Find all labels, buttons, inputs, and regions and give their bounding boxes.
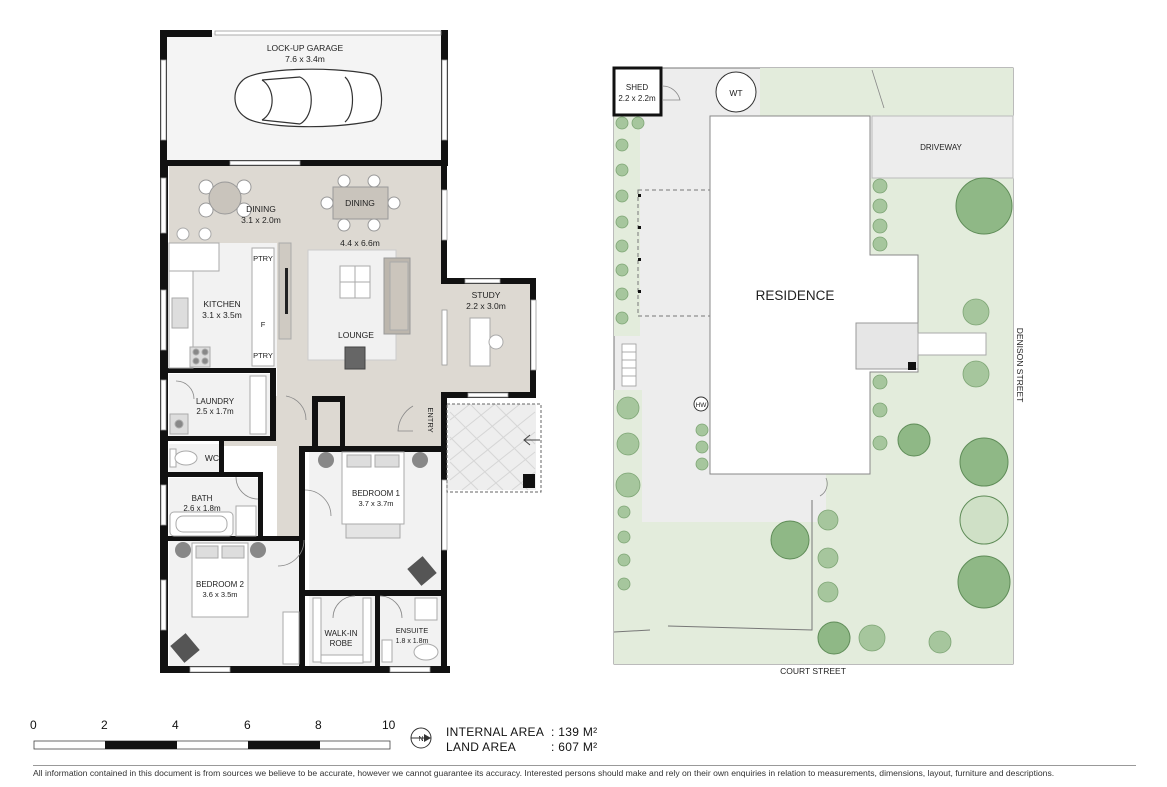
scale-tick-10: 10: [382, 718, 396, 732]
study-label: STUDY: [472, 290, 501, 300]
residence-footprint: [709, 115, 919, 475]
entry-label: ENTRY: [426, 407, 435, 432]
laundry-fittings: [169, 375, 267, 435]
fridge-label: F: [261, 320, 266, 329]
land-area-label: LAND AREA: [446, 740, 517, 754]
rect-dining-table: [320, 174, 401, 232]
bath-fittings: [169, 505, 257, 537]
site-plan: [612, 66, 1014, 665]
dining-size: 3.1 x 2.0m: [241, 215, 281, 225]
water-tank: [715, 71, 757, 113]
denison-street-label: DENISON STREET: [1015, 328, 1025, 403]
laundry-label: LAUNDRY: [196, 397, 235, 406]
garage-size: 7.6 x 3.4m: [285, 54, 325, 64]
front-path: [644, 474, 826, 522]
door-swings: [175, 380, 414, 619]
shed-label: SHED: [626, 83, 648, 92]
scale-tick-0: 0: [30, 718, 37, 732]
car-icon: [234, 68, 383, 128]
lounge-label: LOUNGE: [338, 330, 374, 340]
land-area-value: : 607 M²: [551, 740, 598, 754]
wir-label-1: WALK-IN: [324, 629, 357, 638]
house-floor-plan: [160, 30, 542, 673]
wir-label-2: ROBE: [330, 639, 353, 648]
study-desk: [469, 317, 504, 367]
north-letter: N: [418, 736, 423, 743]
hot-water-label: HW: [696, 402, 708, 409]
porch-outline: [446, 403, 542, 493]
pantry-bottom-label: PTRY: [253, 351, 273, 360]
bed1-furniture: [318, 451, 437, 586]
driveway: [871, 115, 1014, 179]
scale-tick-2: 2: [101, 718, 108, 732]
kitchen-fittings: [168, 227, 275, 369]
residence-label: RESIDENCE: [756, 288, 835, 303]
footer-divider: [33, 765, 1136, 766]
scale-tick-6: 6: [244, 718, 251, 732]
bed2-size: 3.6 x 3.5m: [202, 590, 237, 599]
laundry-size: 2.5 x 1.7m: [196, 407, 234, 416]
room-labels: LOCK-UP GARAGE 7.6 x 3.4m DINING 3.1 x 2…: [183, 43, 506, 648]
driveway-label: DRIVEWAY: [920, 143, 962, 152]
bath-label: BATH: [192, 494, 213, 503]
study-size: 2.2 x 3.0m: [466, 301, 506, 311]
hot-water-unit: [693, 396, 709, 412]
bed2-furniture: [170, 542, 300, 665]
bed1-size: 3.7 x 3.7m: [358, 499, 393, 508]
disclaimer-text: All information contained in this docume…: [33, 768, 1055, 778]
steps: [621, 343, 637, 387]
side-path: [917, 332, 987, 356]
shed: [612, 66, 663, 117]
court-street-label: COURT STREET: [780, 666, 846, 676]
ensuite-label: ENSUITE: [396, 626, 429, 635]
scale-tick-8: 8: [315, 718, 322, 732]
north-arrow-icon: N: [410, 727, 432, 749]
internal-area-label: INTERNAL AREA: [446, 725, 545, 739]
lawn-north: [760, 68, 1013, 116]
garden-shrubs: [615, 116, 990, 654]
scale-bar: [33, 740, 391, 750]
dining-label: DINING: [246, 204, 276, 214]
bed2-label: BEDROOM 2: [196, 580, 245, 589]
armchair: [344, 346, 366, 370]
bath-size: 2.6 x 1.8m: [183, 504, 221, 513]
ensuite-size: 1.8 x 1.8m: [396, 638, 429, 645]
bed1-label: BEDROOM 1: [352, 489, 401, 498]
internal-area-value: : 139 M²: [551, 725, 598, 739]
site-labels: SHED 2.2 x 2.2m WT HW DRIVEWAY RESIDENCE…: [618, 83, 1025, 676]
garden-trees: [770, 177, 1013, 655]
kitchen-size: 3.1 x 3.5m: [202, 310, 242, 320]
windows: [160, 30, 537, 673]
entry-arrow: [523, 434, 540, 446]
kitchen-label: KITCHEN: [203, 299, 240, 309]
garage-label: LOCK-UP GARAGE: [267, 43, 344, 53]
shed-size: 2.2 x 2.2m: [618, 94, 656, 103]
dining-table-label: DINING: [345, 198, 375, 208]
wc-fittings: [169, 448, 198, 468]
wc-label: WC: [205, 453, 219, 463]
pantry-top-label: PTRY: [253, 254, 273, 263]
living-size: 4.4 x 6.6m: [340, 238, 380, 248]
front-fence: [613, 500, 813, 633]
wir-ensuite-fittings: [312, 597, 439, 664]
water-tank-label: WT: [729, 88, 742, 98]
scale-tick-4: 4: [172, 718, 179, 732]
round-dining-table: [198, 179, 252, 218]
